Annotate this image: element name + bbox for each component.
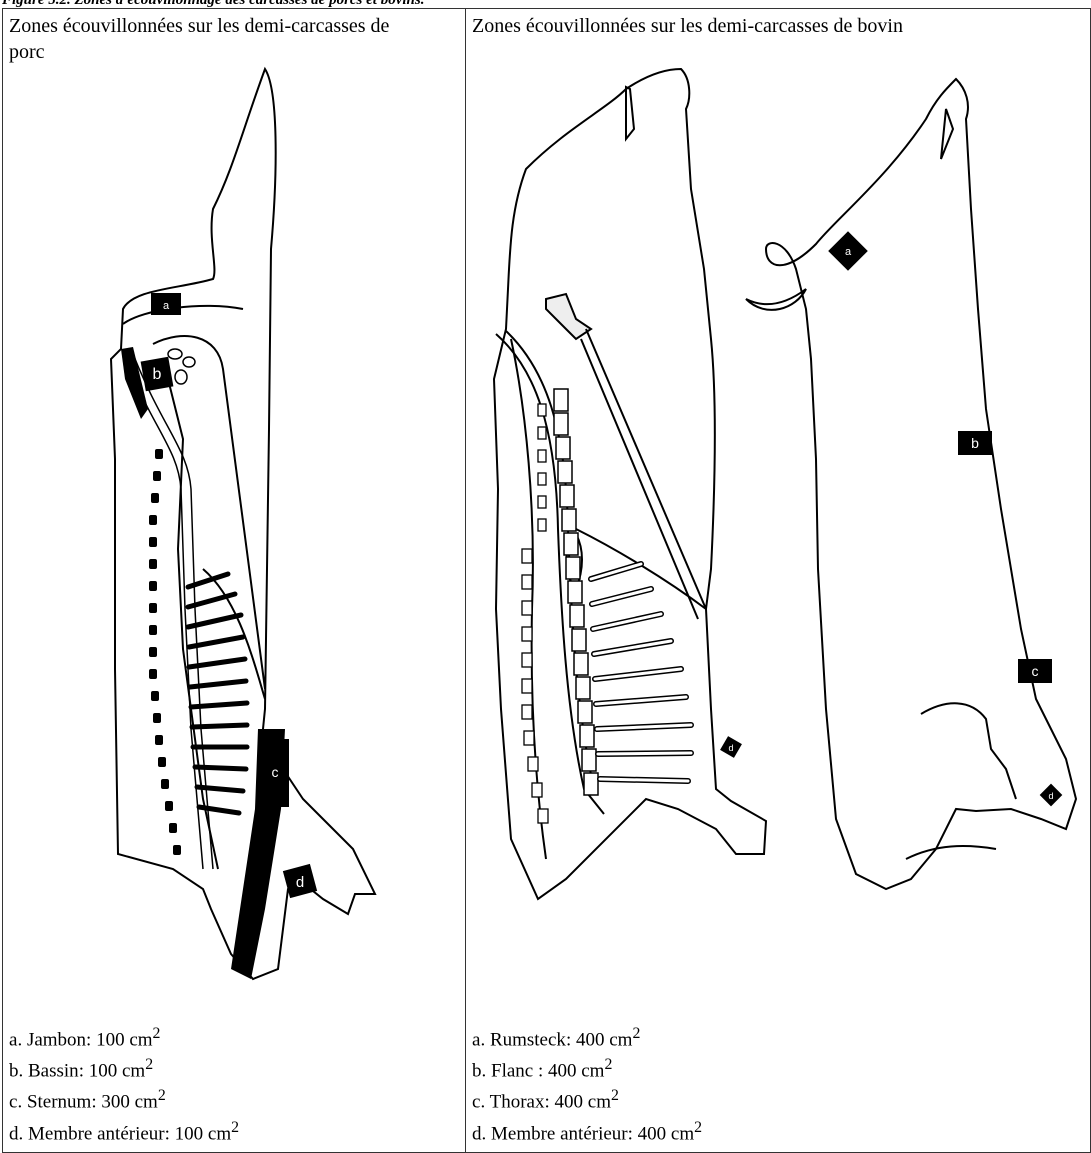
beef-legend-item: b. Flanc : 400 cm2 xyxy=(472,1052,702,1083)
pork-legend: a. Jambon: 100 cm2 b. Bassin: 100 cm2 c.… xyxy=(9,1021,239,1146)
pork-carcass-illustration: a b c d xyxy=(3,9,465,1009)
beef-legend-item: d. Membre antérieur: 400 cm2 xyxy=(472,1115,702,1146)
pork-legend-item: a. Jambon: 100 cm2 xyxy=(9,1021,239,1052)
pork-marker-a: a xyxy=(163,300,170,312)
pork-marker-d: d xyxy=(296,874,304,891)
pork-legend-item: c. Sternum: 300 cm2 xyxy=(9,1083,239,1114)
beef-marker-a: a xyxy=(845,246,852,258)
beef-cell: Zones écouvillonnées sur les demi-carcas… xyxy=(466,9,1091,1153)
beef-marker-d-inner: d xyxy=(728,743,733,753)
beef-marker-b: b xyxy=(971,435,979,451)
pork-legend-item: d. Membre antérieur: 100 cm2 xyxy=(9,1115,239,1146)
beef-marker-d: d xyxy=(1048,791,1053,801)
pork-cell: Zones écouvillonnées sur les demi-carcas… xyxy=(3,9,466,1153)
beef-legend-item: a. Rumsteck: 400 cm2 xyxy=(472,1021,702,1052)
pork-legend-item: b. Bassin: 100 cm2 xyxy=(9,1052,239,1083)
figure-table: Zones écouvillonnées sur les demi-carcas… xyxy=(2,8,1091,1153)
beef-legend-item: c. Thorax: 400 cm2 xyxy=(472,1083,702,1114)
beef-carcass-illustration: a b c d d xyxy=(466,9,1091,1009)
beef-marker-c: c xyxy=(1032,663,1039,679)
pork-marker-c: c xyxy=(272,764,279,780)
pork-marker-b: b xyxy=(153,366,162,383)
beef-legend: a. Rumsteck: 400 cm2 b. Flanc : 400 cm2 … xyxy=(472,1021,702,1146)
